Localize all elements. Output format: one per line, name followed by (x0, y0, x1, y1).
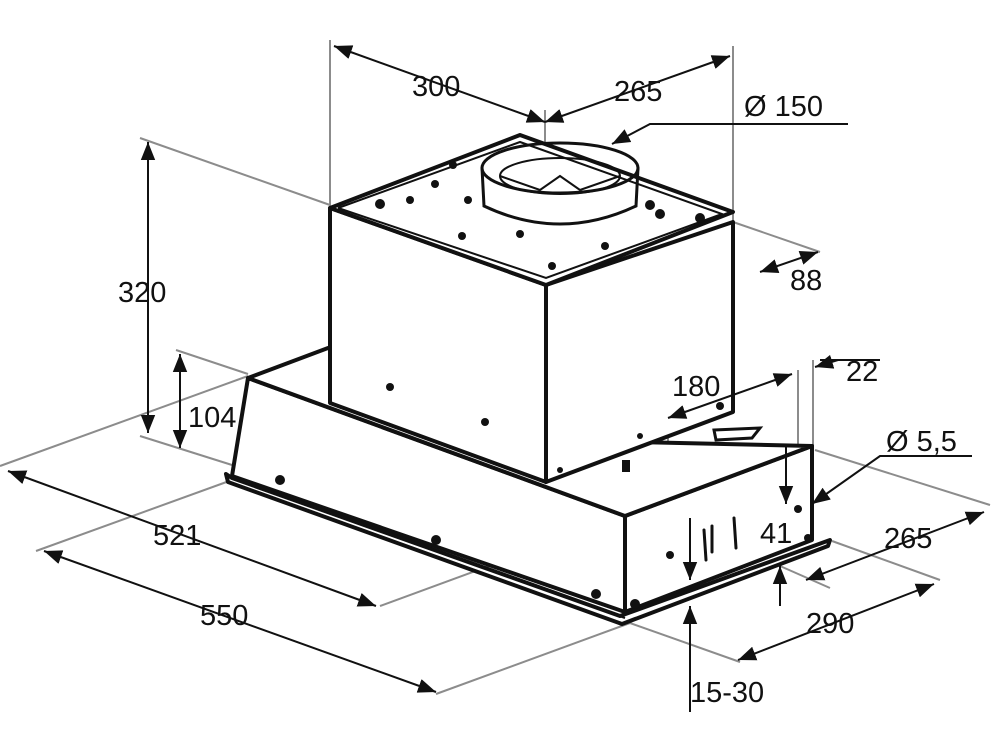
label-duct-diameter: Ø 150 (744, 91, 823, 123)
label-104: 104 (188, 402, 236, 434)
dimension-arrows (7, 45, 985, 712)
dimension-labels: 300 265 Ø 150 88 320 104 521 550 180 22 … (118, 71, 957, 709)
label-180: 180 (672, 371, 720, 403)
label-521: 521 (153, 520, 201, 552)
label-15-30: 15-30 (690, 677, 764, 709)
label-290: 290 (806, 608, 854, 640)
label-88: 88 (790, 265, 822, 297)
label-550: 550 (200, 600, 248, 632)
label-265-top: 265 (614, 76, 662, 108)
label-320: 320 (118, 277, 166, 309)
label-hole-diameter: Ø 5,5 (886, 426, 957, 458)
label-265-bottom: 265 (884, 523, 932, 555)
label-41: 41 (760, 518, 792, 550)
label-22: 22 (846, 356, 878, 388)
hood-body (224, 133, 832, 626)
label-300: 300 (412, 71, 460, 103)
